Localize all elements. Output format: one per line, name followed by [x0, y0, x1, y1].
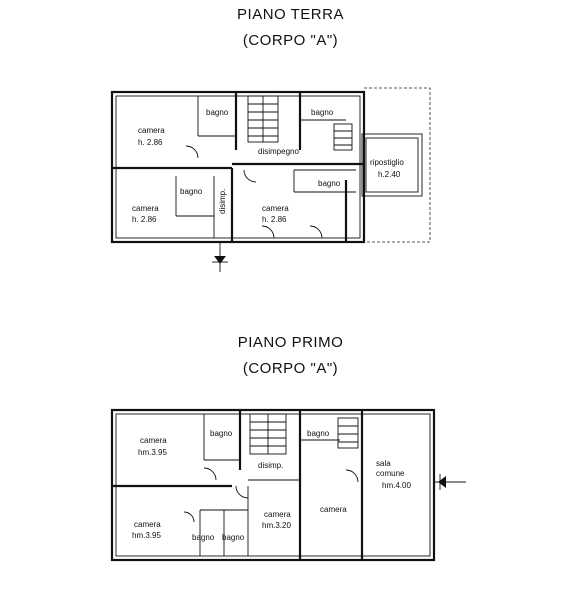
door-arc [183, 511, 195, 523]
ff-camera-label: camera [140, 436, 167, 445]
door-arc [185, 145, 199, 159]
gf-bagno-label: bagno [311, 108, 334, 117]
ff-disimp-label: disimp. [258, 461, 283, 470]
first-floor-subtitle: (CORPO "A") [242, 360, 339, 377]
door-arc [243, 169, 257, 183]
door-arc [203, 467, 217, 481]
ff-camera-label: camera [264, 510, 291, 519]
gf-disimp-label: disimp. [218, 189, 227, 214]
ff-bagno-label: bagno [210, 429, 233, 438]
ground-floor-staircase [247, 95, 353, 151]
door-arc [309, 225, 323, 239]
gf-camera-height: h. 2.86 [262, 215, 287, 224]
gf-camera-label: camera [138, 126, 165, 135]
side-entrance-arrow-icon [434, 474, 466, 490]
door-arc [345, 469, 359, 483]
ff-bagno-label: bagno [192, 533, 215, 542]
gf-ripostiglio-height: h.2.40 [378, 170, 401, 179]
gf-ripostiglio-label: ripostiglio [370, 158, 404, 167]
entrance-arrow-icon [212, 242, 228, 272]
door-arc [235, 485, 249, 499]
gf-camera-height: h. 2.86 [132, 215, 157, 224]
gf-disimpegno-label: disimpegno [258, 147, 299, 156]
ground-floor-subtitle: (CORPO "A") [242, 32, 339, 49]
gf-bagno-label: bagno [318, 179, 341, 188]
gf-bagno-label: bagno [206, 108, 229, 117]
ff-camera-height: hm.3.95 [138, 448, 167, 457]
ff-camera-label: camera [134, 520, 161, 529]
ff-camera-height: hm.3.95 [132, 531, 161, 540]
gf-bagno-label: bagno [180, 187, 203, 196]
ff-bagno-label: bagno [307, 429, 330, 438]
gf-camera-height: h. 2.86 [138, 138, 163, 147]
ff-comune-label: comune [376, 469, 405, 478]
ff-camera-height: hm.3.20 [262, 521, 291, 530]
gf-camera-label: camera [132, 204, 159, 213]
ff-sala-height: hm.4.00 [382, 481, 411, 490]
ff-sala-label: sala [376, 459, 391, 468]
first-floor-staircase [249, 413, 359, 455]
gf-camera-label: camera [262, 204, 289, 213]
door-arc [261, 225, 275, 239]
ground-floor-courtyard-outline [364, 87, 431, 243]
ff-bagno-label: bagno [222, 533, 245, 542]
ff-camera-label: camera [320, 505, 347, 514]
first-floor-title: PIANO PRIMO [237, 334, 344, 351]
ground-floor-title: PIANO TERRA [237, 6, 344, 23]
